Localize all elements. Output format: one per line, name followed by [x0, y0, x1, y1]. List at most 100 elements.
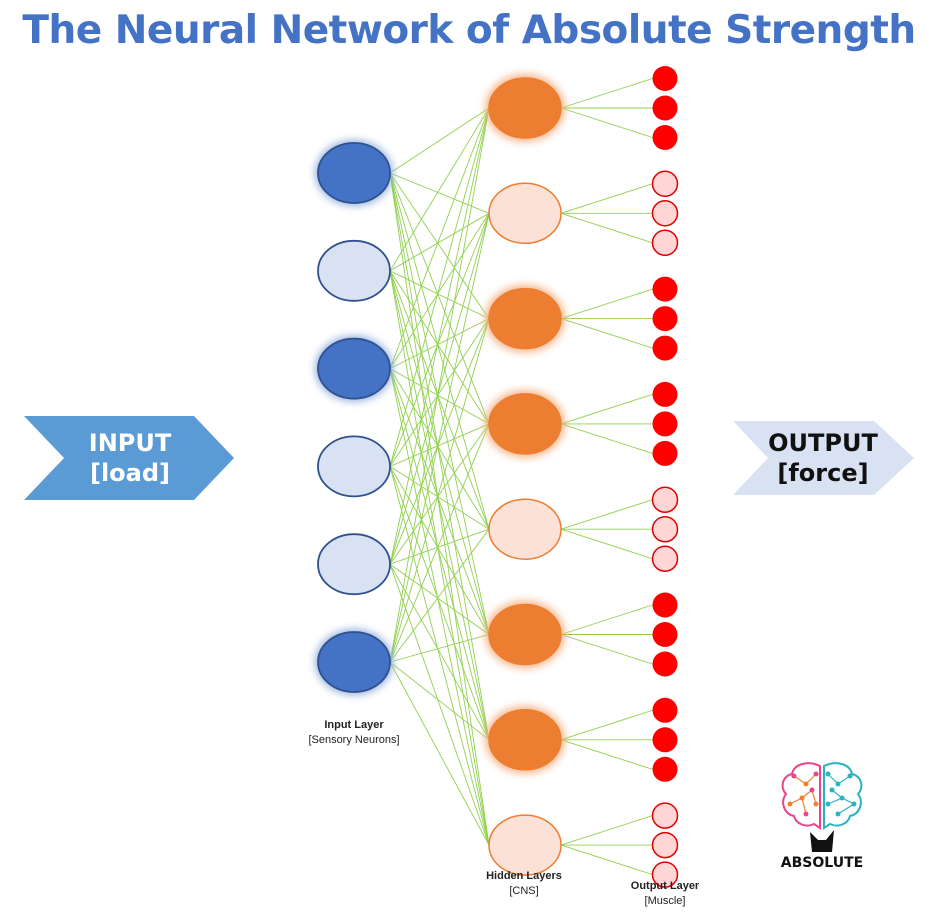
connection-input-4-hidden-4 [389, 423, 490, 467]
connection-input-4-hidden-2 [389, 213, 490, 467]
output-layer-nodes [651, 66, 679, 888]
output-node-13 [651, 486, 679, 513]
connection-input-1-hidden-3 [389, 172, 490, 319]
output-node-21 [652, 756, 678, 782]
connection-input-4-hidden-8 [389, 466, 490, 846]
hidden-node-4 [488, 393, 562, 455]
connection-input-2-hidden-7 [389, 270, 490, 740]
connection-hidden-2-output-4 [560, 183, 653, 214]
connection-hidden-7-output-19 [560, 709, 653, 741]
connection-input-1-hidden-7 [389, 172, 490, 740]
connection-input-6-hidden-3 [389, 318, 490, 663]
output-node-4 [651, 170, 679, 198]
connections [389, 78, 653, 876]
input-layer-label: Input Layer [Sensory Neurons] [274, 718, 434, 748]
connection-input-6-hidden-6 [389, 634, 490, 663]
connection-input-2-hidden-8 [389, 270, 490, 846]
output-node-23 [651, 831, 679, 859]
input-arrow-line1: INPUT [88, 429, 172, 457]
connection-input-4-hidden-5 [389, 466, 490, 530]
connection-input-2-hidden-3 [389, 270, 490, 320]
output-node-1 [652, 66, 678, 91]
connection-input-2-hidden-2 [389, 212, 490, 272]
connection-input-5-hidden-4 [389, 423, 490, 565]
output-node-14 [651, 515, 679, 543]
connection-input-1-hidden-5 [389, 172, 490, 530]
input-arrow-label: INPUT [load] [60, 428, 200, 488]
connection-hidden-4-output-10 [560, 393, 653, 425]
output-node-10 [652, 381, 678, 407]
input-node-5 [317, 533, 391, 596]
connection-input-1-hidden-2 [389, 172, 490, 214]
hidden-node-8 [488, 814, 562, 876]
output-arrow-label: OUTPUT [force] [748, 428, 898, 488]
output-node-17 [652, 622, 678, 647]
connection-input-3-hidden-4 [389, 368, 490, 425]
connection-hidden-2-output-6 [560, 212, 653, 244]
output-node-11 [652, 411, 678, 437]
connection-hidden-5-output-15 [560, 528, 653, 560]
connection-input-4-hidden-7 [389, 466, 490, 740]
page-title: The Neural Network of Absolute Strength [22, 8, 916, 53]
connection-input-5-hidden-2 [389, 213, 490, 565]
output-layer-label: Output Layer [Muscle] [595, 879, 735, 909]
connection-input-1-hidden-4 [389, 172, 490, 425]
hidden-node-3 [488, 287, 562, 350]
brain-icon [781, 762, 863, 852]
connection-input-3-hidden-8 [389, 368, 490, 846]
output-node-8 [652, 306, 678, 332]
input-node-3 [317, 337, 391, 400]
connection-input-2-hidden-4 [389, 270, 490, 425]
connection-input-4-hidden-1 [389, 107, 490, 467]
absolute-logo: ABSOLUTE [772, 758, 872, 878]
logo-text: ABSOLUTE [780, 855, 864, 871]
connection-hidden-8-output-24 [560, 844, 653, 876]
connection-input-2-hidden-5 [389, 270, 490, 530]
output-node-15 [651, 545, 679, 572]
hidden-node-2 [488, 182, 562, 245]
connection-hidden-1-output-1 [560, 78, 653, 109]
input-arrow-line2: [load] [89, 459, 171, 487]
output-node-6 [651, 229, 679, 257]
input-layer-subtitle: [Sensory Neurons] [308, 734, 400, 746]
connection-hidden-7-output-21 [560, 739, 653, 770]
connection-input-5-hidden-3 [389, 318, 490, 565]
connection-input-3-hidden-5 [389, 368, 490, 530]
connection-input-5-hidden-8 [389, 564, 490, 846]
hidden-layer-subtitle: [CNS] [509, 885, 539, 897]
connection-hidden-8-output-22 [560, 815, 653, 846]
input-node-4 [317, 435, 391, 498]
connection-hidden-3-output-7 [560, 288, 653, 320]
output-node-2 [652, 95, 678, 121]
connection-input-5-hidden-7 [389, 563, 490, 741]
input-node-6 [317, 631, 391, 693]
output-arrow-line2: [force] [777, 459, 869, 487]
connection-hidden-3-output-9 [560, 318, 653, 349]
hidden-node-1 [488, 77, 562, 139]
output-node-24 [651, 861, 679, 888]
output-node-9 [652, 335, 678, 361]
connection-input-6-hidden-4 [389, 423, 490, 663]
connection-input-5-hidden-6 [389, 563, 490, 635]
input-layer-title: Input Layer [324, 719, 384, 731]
connection-input-2-hidden-6 [389, 270, 490, 635]
connection-hidden-1-output-3 [560, 107, 653, 138]
connection-input-4-hidden-6 [389, 466, 490, 635]
connection-input-5-hidden-1 [389, 107, 490, 565]
connection-input-3-hidden-1 [389, 107, 490, 369]
connection-input-3-hidden-6 [389, 368, 490, 635]
connection-hidden-5-output-13 [560, 499, 653, 530]
hidden-layer-label: Hidden Layers [CNS] [454, 869, 594, 899]
output-node-7 [652, 276, 678, 302]
connection-input-4-hidden-3 [389, 318, 490, 467]
connection-input-6-hidden-1 [389, 107, 490, 663]
output-node-5 [651, 200, 679, 227]
connection-input-1-hidden-1 [389, 107, 490, 174]
connection-input-6-hidden-5 [389, 528, 490, 663]
connection-hidden-4-output-12 [560, 423, 653, 454]
hidden-node-6 [488, 603, 562, 666]
output-arrow [733, 421, 914, 495]
connection-input-1-hidden-8 [389, 172, 490, 846]
connection-input-2-hidden-1 [389, 107, 490, 272]
hidden-node-7 [488, 709, 562, 771]
